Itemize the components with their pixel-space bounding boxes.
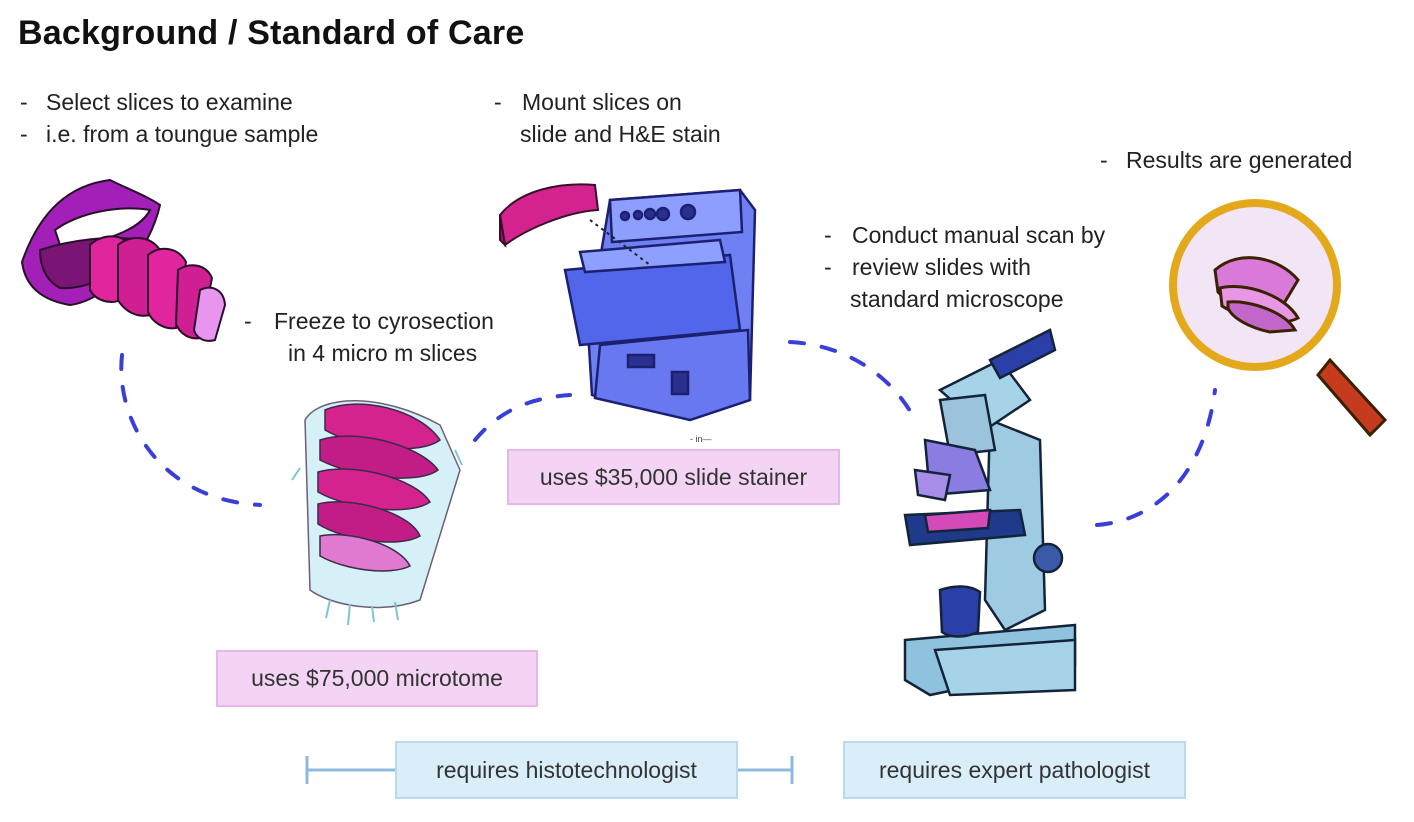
flow-dashed-connectors [119,340,1217,527]
step-select-line-2: i.e. from a toungue sample [46,121,319,147]
tissue-slice-icon [498,183,600,248]
step-mount-slices: -Mount slices on slide and H&E stain [494,89,721,147]
step-select-line-1: Select slices to examine [46,89,293,115]
stainer-cost-label: uses $35,000 slide stainer [539,463,808,490]
step-results-line-1: Results are generated [1126,147,1353,173]
magnifier-icon [1169,199,1388,438]
page-title: Background / Standard of Care [18,14,525,52]
step-freeze-line-2: in 4 micro m slices [288,340,478,366]
step-results: -Results are generated [1100,147,1353,173]
step-scan-line-2: review slides with [852,254,1031,280]
stainer-cost-box: uses $35,000 slide stainer [507,449,840,505]
step-scan-line-3: standard microscope [850,286,1064,312]
pathologist-requirement-label: requires expert pathologist [878,756,1151,783]
step-manual-scan: -Conduct manual scan by -review slides w… [824,222,1106,312]
microscope-icon [903,328,1077,697]
mouth-tongue-icon [20,178,227,342]
histotech-bracket [305,756,794,784]
step-freeze-line-1: Freeze to cyrosection [274,308,494,334]
slide-stainer-icon [563,188,757,422]
histotech-requirement-label: requires histotechnologist [436,756,697,783]
frozen-tissue-icon [291,400,463,626]
step-select-slices: -Select slices to examine -i.e. from a t… [20,89,319,147]
step-mount-line-1: Mount slices on [522,89,682,115]
step-freeze: -Freeze to cyrosection in 4 micro m slic… [244,308,494,366]
step-scan-line-1: Conduct manual scan by [852,222,1106,248]
step-mount-line-2: slide and H&E stain [520,121,721,147]
microtome-cost-label: uses $75,000 microtome [251,665,503,691]
microtome-cost-box: uses $75,000 microtome [216,650,538,707]
stray-label: - in— [690,434,712,444]
histotech-requirement-box: requires histotechnologist [395,741,738,799]
stray-label-text: in [695,434,703,444]
pathologist-requirement-box: requires expert pathologist [843,741,1186,799]
